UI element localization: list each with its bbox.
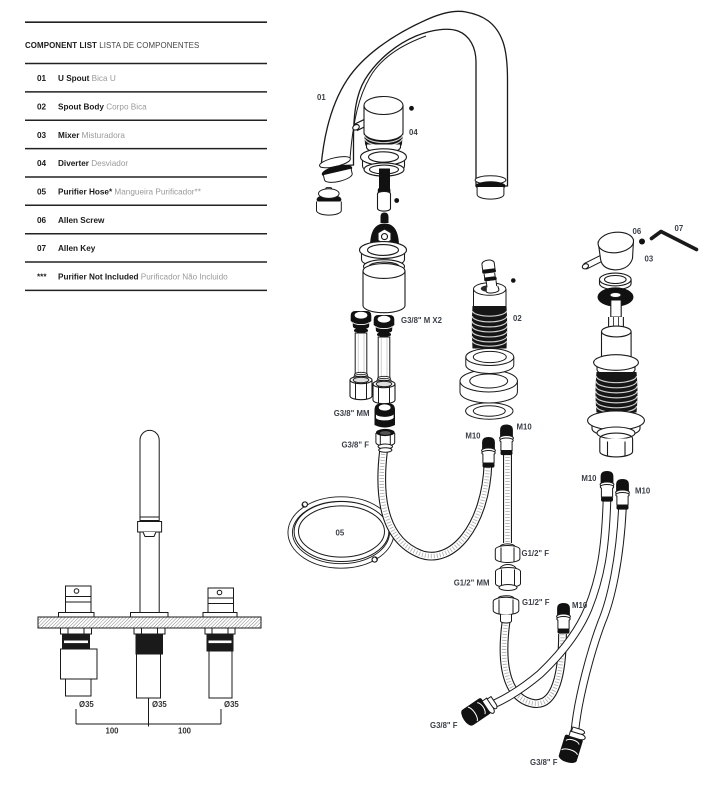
svg-text:G3/8" F: G3/8" F	[341, 441, 369, 450]
svg-text:COMPONENT LIST LISTA DE COMPON: COMPONENT LIST LISTA DE COMPONENTES	[25, 41, 199, 50]
svg-text:Purifier Not Included Purifica: Purifier Not Included Purificador Não In…	[58, 273, 228, 282]
svg-text:M10: M10	[581, 474, 597, 483]
svg-text:M10: M10	[465, 432, 481, 441]
svg-text:03: 03	[37, 131, 47, 140]
svg-text:06: 06	[37, 216, 47, 225]
svg-text:M10: M10	[517, 423, 533, 432]
svg-text:G1/2" F: G1/2" F	[522, 549, 550, 558]
svg-text:Allen Screw: Allen Screw	[58, 216, 105, 225]
svg-text:Purifier Hose* Mangueira Purif: Purifier Hose* Mangueira Purificador**	[58, 188, 202, 197]
svg-text:G3/8" M X2: G3/8" M X2	[401, 316, 443, 325]
svg-text:Spout Body Corpo Bica: Spout Body Corpo Bica	[58, 102, 147, 111]
svg-text:05: 05	[336, 529, 345, 538]
svg-text:G1/2" F: G1/2" F	[522, 598, 550, 607]
svg-text:Allen Key: Allen Key	[58, 244, 96, 253]
svg-text:02: 02	[513, 314, 522, 323]
svg-text:06: 06	[633, 227, 642, 236]
svg-text:07: 07	[675, 224, 684, 233]
svg-text:***: ***	[37, 273, 47, 282]
svg-text:04: 04	[37, 159, 47, 168]
svg-text:Diverter Desviador: Diverter Desviador	[58, 159, 128, 168]
svg-text:Ø35: Ø35	[152, 700, 167, 709]
svg-text:U Spout Bica U: U Spout Bica U	[58, 74, 116, 83]
svg-text:100: 100	[178, 727, 192, 736]
svg-text:05: 05	[37, 188, 47, 197]
svg-text:Ø35: Ø35	[224, 700, 239, 709]
svg-text:03: 03	[645, 255, 654, 264]
svg-text:G3/8" F: G3/8" F	[430, 721, 458, 730]
svg-text:07: 07	[37, 244, 47, 253]
svg-text:01: 01	[37, 74, 47, 83]
svg-text:01: 01	[317, 93, 326, 102]
svg-text:Ø35: Ø35	[79, 700, 94, 709]
svg-text:M10: M10	[572, 601, 588, 610]
svg-text:M10: M10	[635, 487, 651, 496]
svg-text:Mixer Misturadora: Mixer Misturadora	[58, 131, 125, 140]
svg-text:G1/2" MM: G1/2" MM	[454, 579, 490, 588]
svg-text:G3/8" MM: G3/8" MM	[334, 409, 370, 418]
svg-text:04: 04	[409, 128, 418, 137]
svg-text:G3/8" F: G3/8" F	[530, 758, 558, 767]
svg-text:02: 02	[37, 102, 47, 111]
svg-text:100: 100	[106, 727, 120, 736]
